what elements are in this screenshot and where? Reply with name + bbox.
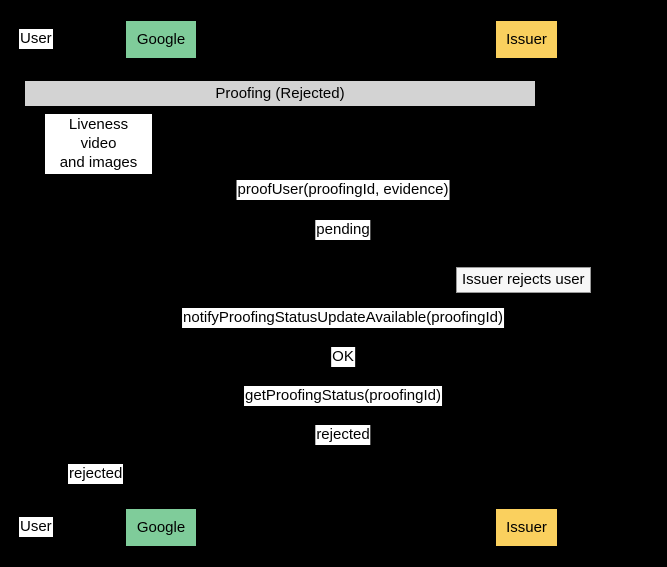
- participant-top-google-label: Google: [136, 31, 186, 48]
- fragment-bar-label: Proofing (Rejected): [215, 85, 345, 102]
- participant-top-user-label: User: [20, 30, 52, 47]
- message-label-ok: OK: [331, 347, 355, 367]
- participant-bottom-issuer[interactable]: Issuer: [496, 509, 557, 546]
- message-label-pending: pending: [315, 220, 371, 240]
- participant-bottom-issuer-label: Issuer: [506, 519, 547, 536]
- fragment-bar-proofing: Proofing (Rejected): [25, 81, 535, 106]
- participant-top-google[interactable]: Google: [126, 21, 196, 58]
- participant-bottom-user-label: User: [20, 518, 52, 535]
- participant-top-issuer-label: Issuer: [506, 31, 547, 48]
- participant-bottom-google-label: Google: [136, 519, 186, 536]
- message-label-get-status: getProofingStatus(proofingId): [244, 386, 442, 406]
- message-label-proof-user: proofUser(proofingId, evidence): [236, 180, 450, 200]
- message-label-notify-status: notifyProofingStatusUpdateAvailable(proo…: [182, 308, 504, 328]
- participant-bottom-google[interactable]: Google: [126, 509, 196, 546]
- note-liveness-video: Liveness video and images: [45, 114, 152, 174]
- participant-top-issuer[interactable]: Issuer: [496, 21, 557, 58]
- participant-top-user[interactable]: User: [19, 29, 53, 49]
- message-label-rejected-to-user: rejected: [68, 464, 124, 484]
- participant-bottom-user[interactable]: User: [19, 517, 53, 537]
- note-issuer-rejects-user: Issuer rejects user: [456, 267, 591, 293]
- message-label-rejected-internal: rejected: [315, 425, 371, 445]
